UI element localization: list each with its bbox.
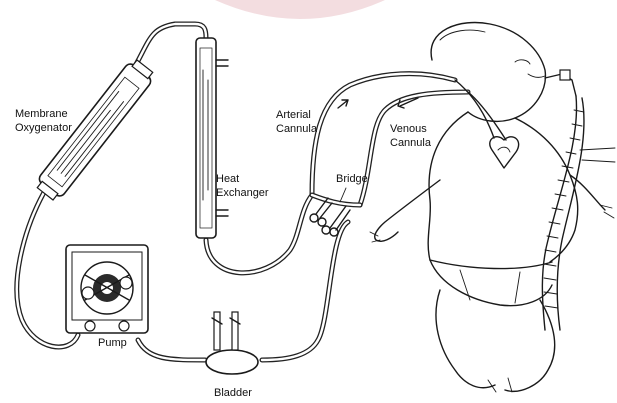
pump-label: Pump — [98, 337, 127, 349]
heat-exchanger-label-line2: Exchanger — [216, 187, 269, 199]
arterial-cannula-label-line2: Cannula — [276, 123, 318, 135]
venous-cannula-label-line2: Cannula — [390, 137, 432, 149]
bridge-pointer — [340, 188, 346, 202]
bridge-label: Bridge — [336, 173, 368, 185]
arterial-flow-arrow — [338, 100, 348, 108]
background-shape — [215, 0, 385, 19]
venous-cannula-label-line1: Venous — [390, 123, 427, 135]
oxygenator-label-line1: Membrane — [15, 108, 68, 120]
heat-exchanger — [196, 38, 228, 238]
bladder — [206, 312, 258, 374]
oxygenator-label-line2: Oxygenator — [15, 122, 72, 134]
arterial-cannula-label-line1: Arterial — [276, 109, 311, 121]
infant-illustration — [370, 23, 615, 393]
bladder-label: Bladder — [214, 387, 252, 399]
roller-pump — [66, 245, 148, 333]
heat-exchanger-label-line1: Heat — [216, 173, 239, 185]
